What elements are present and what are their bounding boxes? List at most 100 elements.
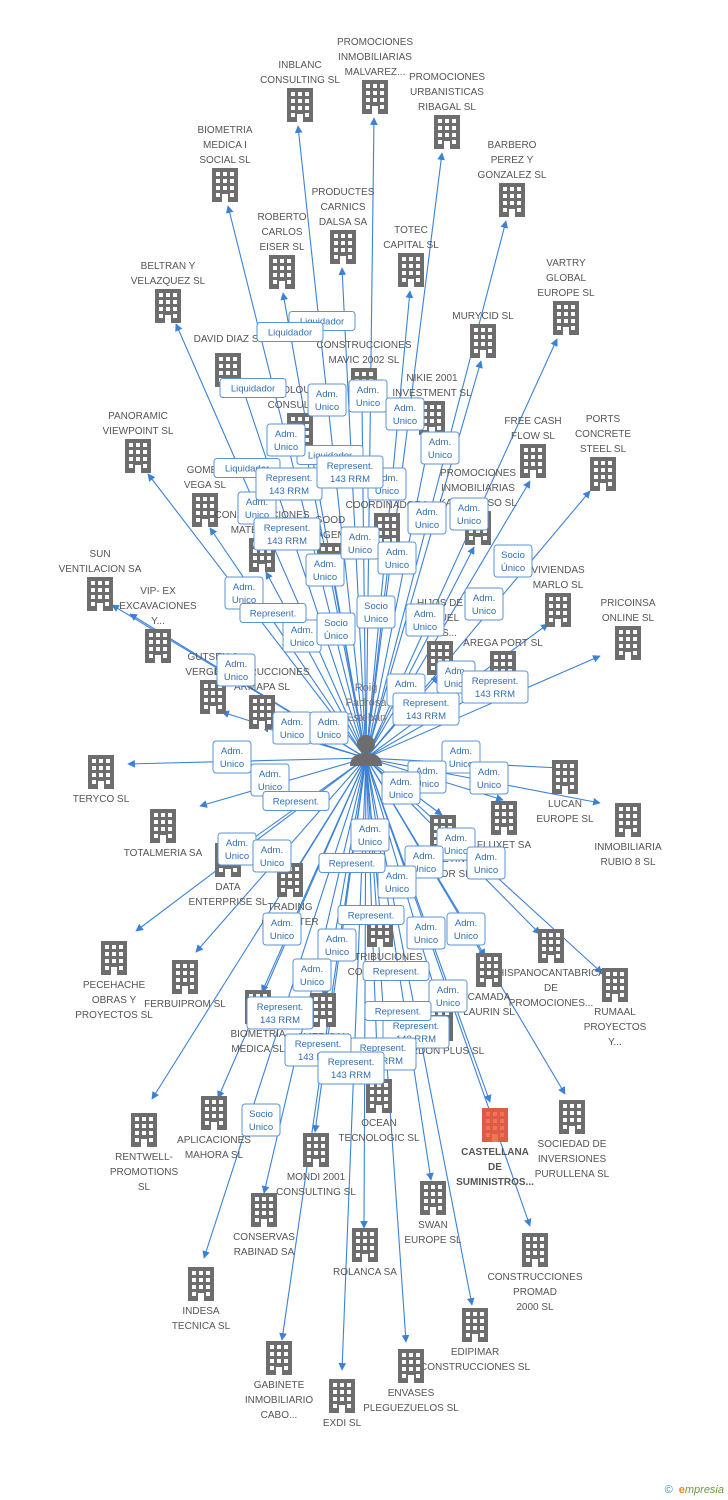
relation-label[interactable]: Adm.Unico (381, 771, 421, 805)
relation-label[interactable]: Adm.Unico (405, 603, 445, 637)
relation-label[interactable]: Adm.Unico (305, 553, 345, 587)
relation-label[interactable]: Represent. (364, 1001, 432, 1021)
company-node-c63[interactable]: COORDINADORA (346, 500, 429, 547)
relation-label[interactable]: Adm.Unico (464, 587, 504, 621)
relation-label[interactable]: Represent. (318, 853, 386, 873)
relation-label[interactable]: Represent.143 RRM (246, 996, 314, 1030)
company-node-c12[interactable]: DAVID DIAZ SL (194, 334, 265, 387)
relation-label[interactable]: Liquidador (219, 378, 287, 398)
relation-label[interactable]: Represent.143 RRM (317, 1051, 385, 1085)
relation-label[interactable]: Represent.143 RRM (255, 467, 323, 501)
relation-label[interactable]: Represent.143 RRM (392, 692, 460, 726)
company-node-c2[interactable]: PROMOCIONESINMOBILIARIASMALVAREZ... (337, 37, 413, 114)
relation-label[interactable]: Adm.Unico (309, 711, 349, 745)
relation-label[interactable]: Adm.Unico (262, 912, 302, 946)
relation-label[interactable]: Adm.Unico (212, 740, 252, 774)
company-node-c43[interactable]: CASTELLANADESUMINISTROS... (456, 1108, 534, 1188)
relation-label[interactable]: Represent.143 RRM (316, 455, 384, 489)
relation-label[interactable]: Represent. (362, 961, 430, 981)
relation-label[interactable]: Adm.Unico (340, 526, 380, 560)
company-node-c52[interactable]: GABINETEINMOBILIARIOCABO... (245, 1341, 314, 1421)
relation-label[interactable]: Represent. (262, 791, 330, 811)
company-node-c35[interactable]: HISPANOCANTABRICADEPROMOCIONES... (497, 929, 605, 1009)
relation-label[interactable]: Adm.Unico (272, 711, 312, 745)
relation-label[interactable]: Adm.Unico (385, 397, 425, 431)
relation-label[interactable]: Adm.Unico (469, 761, 509, 795)
relation-label[interactable]: Adm.Unico (348, 379, 388, 413)
relation-label[interactable]: Represent.143 RRM (253, 517, 321, 551)
footer-brand[interactable]: © empresia (665, 1484, 724, 1496)
relation-label[interactable]: Adm.Unico (252, 839, 292, 873)
company-node-c49[interactable]: ROLANCA SA (333, 1228, 397, 1278)
company-node-c22[interactable]: VIP- EXEXCAVACIONESY... (119, 586, 197, 663)
relation-label[interactable]: Adm.Unico (292, 958, 332, 992)
relation-label[interactable]: Adm.Unico (406, 916, 446, 950)
company-node-c34[interactable]: FERBUIPROM SL (144, 960, 226, 1010)
relation-label[interactable]: Adm.Unico (428, 979, 468, 1013)
relation-label[interactable]: Adm.Unico (350, 818, 390, 852)
relation-label[interactable]: Adm.Unico (317, 928, 357, 962)
relation-label[interactable]: Represent. (239, 603, 307, 623)
company-node-c11[interactable]: MURYCID SL (452, 311, 514, 358)
company-node-c62[interactable]: CORDON PLUS SL (396, 1007, 485, 1057)
relation-label[interactable]: Adm.Unico (377, 865, 417, 899)
relation-label[interactable]: Adm.Unico (266, 423, 306, 457)
relation-label[interactable]: Adm.Unico (217, 832, 257, 866)
relation-label[interactable]: Represent.143 RRM (461, 670, 529, 704)
relation-label[interactable]: Adm.Unico (466, 846, 506, 880)
center-person[interactable] (350, 735, 382, 766)
relation-label[interactable]: Adm.Unico (420, 431, 460, 465)
relation-label[interactable]: Adm.Unico (436, 827, 476, 861)
company-node-c30[interactable]: TOTALMERIA SA (124, 809, 203, 859)
relation-label[interactable]: Adm.Unico (377, 541, 417, 575)
relation-label[interactable]: Represent. (337, 905, 405, 925)
company-node-c60[interactable]: FLUXET SA (477, 801, 532, 851)
company-node-c24[interactable]: GUTSEN &VERGEL SL (185, 652, 241, 714)
relation-label[interactable]: Adm.Unico (282, 619, 322, 653)
company-node-c36[interactable]: RUMAALPROYECTOSY... (584, 968, 647, 1048)
relation-label[interactable]: Adm.Unico (216, 653, 256, 687)
relation-label[interactable]: Adm.Unico (250, 763, 290, 797)
relation-label[interactable]: Liquidador (256, 322, 324, 342)
company-node-c54[interactable]: EXDI SL (323, 1379, 362, 1429)
company-node-c25[interactable]: AREGA PORT SL (463, 638, 543, 685)
